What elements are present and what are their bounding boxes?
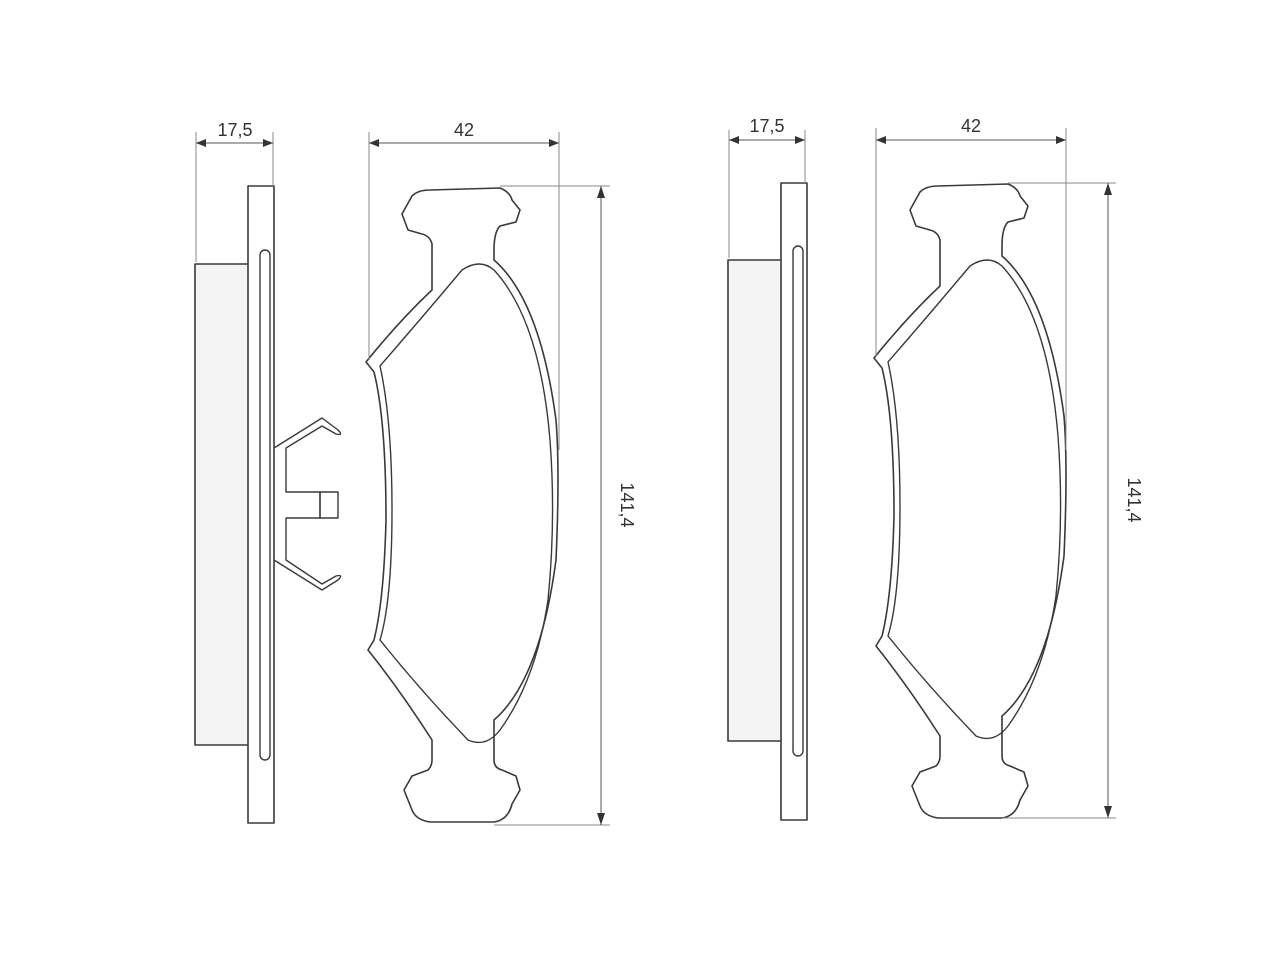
right-set: 17,5 42 141,4 (727, 116, 1144, 821)
thickness-label: 17,5 (217, 120, 252, 140)
left-dimension-thickness: 17,5 (195, 120, 274, 262)
left-face-view (366, 188, 558, 822)
width-label: 42 (961, 116, 981, 136)
friction-block-side (194, 263, 251, 746)
left-set: 17,5 42 141,4 (194, 120, 637, 826)
spring-clip (273, 417, 342, 591)
friction-block-side (727, 259, 784, 742)
right-dimension-height: 141,4 (1002, 182, 1144, 819)
right-face-view (874, 184, 1066, 818)
plate-edge (259, 249, 271, 761)
right-side-view (727, 182, 808, 821)
left-dimension-width: 42 (368, 120, 560, 450)
height-label: 141,4 (1124, 477, 1144, 522)
right-dimension-thickness: 17,5 (728, 116, 806, 258)
right-dimension-width: 42 (875, 116, 1067, 450)
plate-edge (792, 245, 804, 757)
left-side-view (194, 185, 342, 824)
thickness-label: 17,5 (749, 116, 784, 136)
left-dimension-height: 141,4 (494, 185, 637, 826)
height-label: 141,4 (617, 482, 637, 527)
width-label: 42 (454, 120, 474, 140)
